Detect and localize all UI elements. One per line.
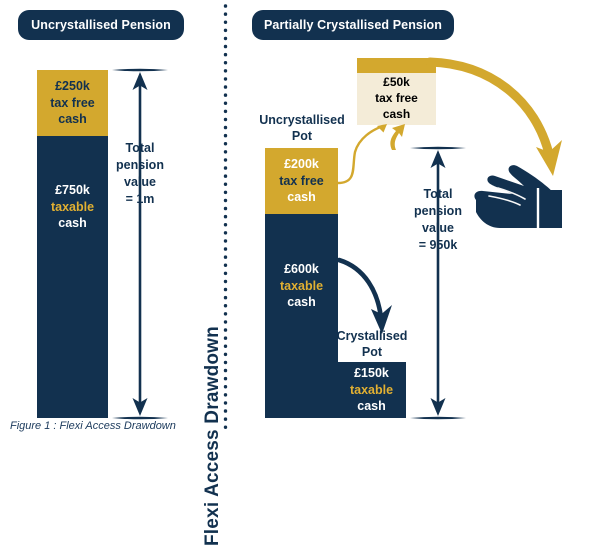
right-bar-taxable-line2: taxable — [279, 278, 324, 293]
crystallised-pot-line3: cash — [357, 399, 386, 414]
left-bar-tax-free-cash: £250k tax free cash — [37, 70, 108, 136]
tax-free-cash-callout-text: £50k tax free cash — [357, 73, 436, 125]
uncrystallised-pot-label: Uncrystallised Pot — [246, 112, 358, 145]
left-bar-taxable-line3: cash — [58, 216, 87, 231]
tax-free-cash-amount: £50k — [383, 75, 410, 90]
crystallised-pot-box: £150k taxable cash — [337, 362, 406, 418]
left-bar-taxfree-line3: cash — [58, 112, 87, 127]
right-bar-taxable-line3: cash — [287, 295, 316, 310]
left-bar-taxable-cash: £750k taxable cash — [37, 136, 108, 418]
tax-free-cash-callout-cap — [357, 58, 436, 73]
crystallised-pot-line2: taxable — [349, 382, 394, 397]
gold-arrow-to-tax-free-box — [338, 124, 405, 183]
right-total-measure-arrow — [410, 146, 466, 420]
right-bar-tax-free-cash: £200k tax free cash — [265, 148, 338, 214]
uncrystallised-pot-label-line2: Pot — [291, 129, 313, 144]
figure-vertical-title: Flexi Access Drawdown — [202, 326, 223, 546]
left-bar-taxfree-line2: tax free — [50, 95, 95, 110]
left-total-measure-arrow — [112, 68, 168, 420]
right-bar-taxable-cash: £600k taxable cash — [265, 214, 338, 418]
left-bar-taxfree-amount: £250k — [55, 79, 90, 94]
figure-caption: Figure 1 : Flexi Access Drawdown — [10, 420, 176, 432]
left-bar-taxable-amount: £750k — [55, 183, 90, 198]
navy-arrow-to-crystallised-pot — [339, 260, 392, 334]
diagram-canvas: Uncrystallised Pension £250k tax free ca… — [10, 0, 562, 546]
right-bar-taxfree-line2: tax free — [279, 173, 324, 188]
tax-free-cash-line3: cash — [382, 106, 411, 121]
left-bar-taxable-textstack: £750k taxable cash — [51, 182, 94, 232]
gold-arrow-to-hand — [430, 62, 562, 176]
crystallised-pot-amount: £150k — [354, 366, 389, 381]
right-bar-taxfree-amount: £200k — [284, 157, 319, 172]
crystallised-pot-label-line2: Pot — [361, 345, 383, 360]
uncrystallised-pot-label-line1: Uncrystallised — [259, 113, 345, 127]
crystallised-pot-label: Crystallised Pot — [330, 328, 414, 361]
right-bar-taxfree-line3: cash — [287, 190, 316, 205]
right-bar-taxable-amount: £600k — [284, 262, 319, 277]
left-bar-taxable-line2: taxable — [50, 199, 95, 214]
right-bar-taxable-textstack: £600k taxable cash — [280, 261, 323, 311]
diagram-vector-overlay — [112, 0, 562, 440]
tax-free-cash-line2: tax free — [375, 91, 418, 106]
panel-header-uncrystallised-pension: Uncrystallised Pension — [18, 10, 184, 40]
panel-header-partially-crystallised-pension: Partially Crystallised Pension — [252, 10, 454, 40]
open-hand-icon — [474, 165, 562, 228]
crystallised-pot-label-line1: Crystallised — [336, 329, 408, 343]
